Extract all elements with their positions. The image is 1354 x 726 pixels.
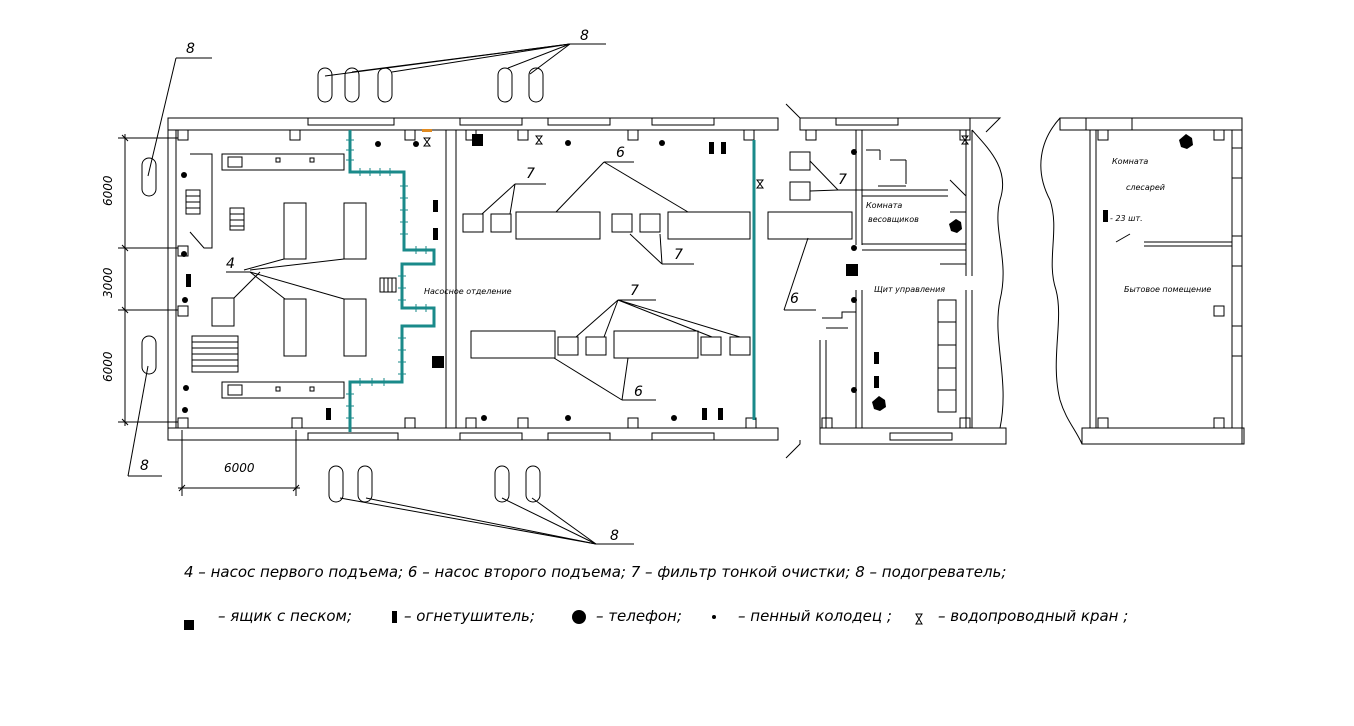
marker-7-a: 7 [526,166,535,182]
locksmith-room-label-1: Комната [1112,157,1148,166]
legend-line-1: 4 – насос первого подъема; 6 – насос вто… [184,563,1007,581]
marker-8-bottom: 8 [610,528,619,544]
marker-7-d: 7 [838,172,847,188]
weighers-room-label-2: весовщиков [868,215,919,224]
pipeline-ticks [346,139,427,419]
dimension-lines [118,134,300,496]
marker-8-bottom-left: 8 [140,458,149,474]
heaters [127,43,634,545]
dimension-6000-bottom: 6000 [224,461,255,475]
weighers-room-label-1: Комната [866,201,902,210]
marker-6-a: 6 [616,145,625,161]
safety-symbols [181,134,1193,421]
pump-room-label: Насосное отделение [424,287,512,296]
locksmith-room-label-2: слесарей [1126,183,1165,192]
foam-well-symbol [712,615,716,619]
marker-7-c: 7 [630,283,639,299]
hall-equipment [462,161,751,401]
water-taps [423,135,969,189]
marker-8-top: 8 [580,28,589,44]
marker-7-b: 7 [674,247,683,263]
marker-8-top-left: 8 [186,41,195,57]
right-building-walls [1040,117,1245,445]
pump-room-equipment [185,153,397,399]
extinguisher-symbol [392,611,397,623]
phone-symbol [572,610,586,624]
marker-6-c: 6 [790,291,799,307]
water-tap-symbol [915,613,923,625]
legend-water-tap: – водопроводный кран ; [938,607,1129,625]
pipeline [348,130,756,432]
sand-box-symbol [184,620,194,630]
legend-foam-well: – пенный колодец ; [738,607,892,625]
dimension-6000-top: 6000 [101,175,115,206]
marker-4: 4 [226,256,235,272]
legend-extinguisher: – огнетушитель; [404,607,535,625]
legend-sand-box: – ящик с песком; [218,607,352,625]
dimension-3000: 3000 [101,267,115,298]
control-panel-label: Щит управления [874,285,945,294]
tap-accent [422,129,432,132]
legend-phone: – телефон; [596,607,682,625]
extinguisher-count-label: - 23 шт. [1110,214,1143,223]
dimension-6000-bottom-left: 6000 [101,351,115,382]
marker-6-b: 6 [634,384,643,400]
middle-building-walls [767,103,1007,459]
utility-room-label: Бытовое помещение [1124,285,1211,294]
main-building-walls [167,117,779,441]
